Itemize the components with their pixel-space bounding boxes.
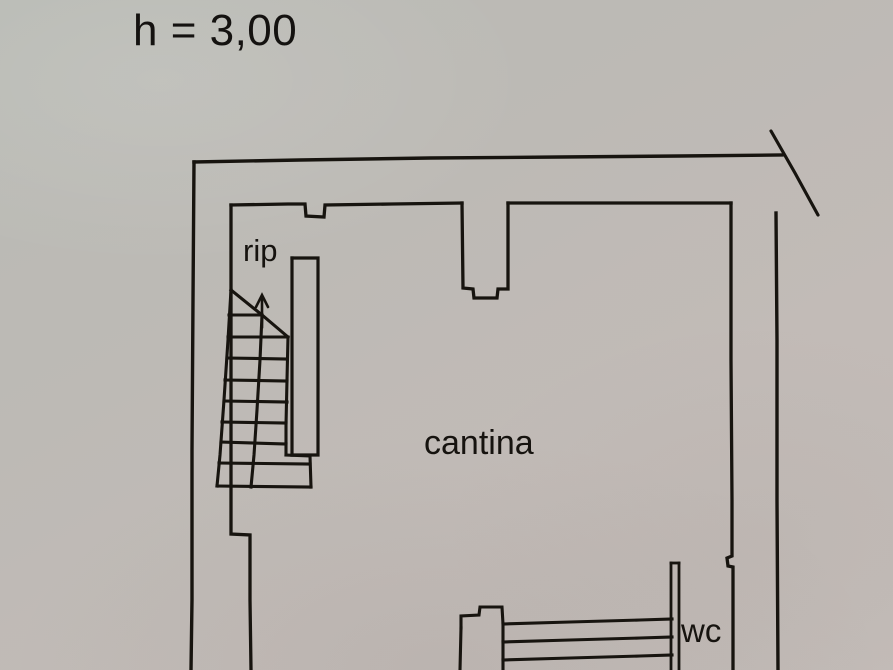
- stair-landing-edge: [284, 453, 313, 489]
- stair-tread: [223, 378, 289, 383]
- inner-wall-group: [229, 201, 735, 670]
- stair-run-lower: [458, 605, 674, 670]
- stair-shaft-outline: [290, 256, 320, 457]
- stair-left-stringer: [215, 288, 233, 488]
- stair-tread: [501, 653, 674, 662]
- stair-direction-arrowhead: [254, 292, 270, 309]
- stair-tread: [220, 420, 288, 425]
- outer-wall-left: [189, 160, 196, 670]
- inner-wall-right: [725, 201, 735, 670]
- ceiling-height-note: h = 3,00: [133, 6, 298, 55]
- stair-newel-box-left: [458, 626, 463, 670]
- stair-right-stringer: [284, 335, 290, 457]
- stair-tread: [501, 635, 674, 644]
- outer-wall-right: [774, 211, 780, 670]
- outer-wall-top: [192, 153, 784, 164]
- stair-run-upper: [215, 287, 313, 489]
- stair-shaft-wall: [290, 256, 320, 457]
- stair-tread: [222, 399, 289, 404]
- break-line-diagonal: [769, 129, 820, 217]
- wc-partition-wall: [669, 561, 681, 670]
- wall-break-group: [769, 129, 820, 217]
- stair-tread: [501, 617, 674, 626]
- stair-tread: [217, 461, 312, 466]
- stair-center-stringer: [249, 313, 264, 489]
- inner-wall-left: [229, 203, 253, 670]
- wall-niche: [460, 201, 510, 300]
- stair-tread: [225, 356, 289, 361]
- stair-newel-box: [459, 605, 505, 670]
- room-label-wc: wc: [681, 612, 722, 649]
- stair-tread: [219, 440, 288, 446]
- room-label-rip: rip: [243, 233, 278, 268]
- inner-wall-top-left: [229, 201, 464, 219]
- room-label-cantina: cantina: [424, 424, 534, 462]
- stair-tread: [215, 484, 313, 489]
- outer-wall-group: [189, 153, 784, 670]
